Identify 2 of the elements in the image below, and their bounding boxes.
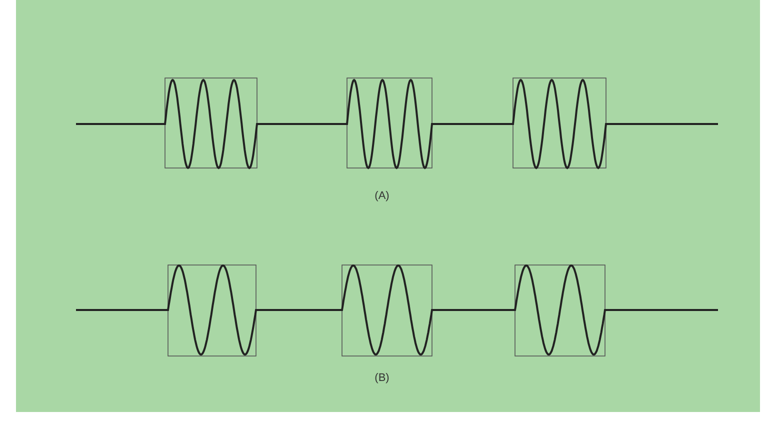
figure-label: (B) bbox=[374, 372, 390, 384]
figure-label: (A) bbox=[374, 190, 390, 202]
